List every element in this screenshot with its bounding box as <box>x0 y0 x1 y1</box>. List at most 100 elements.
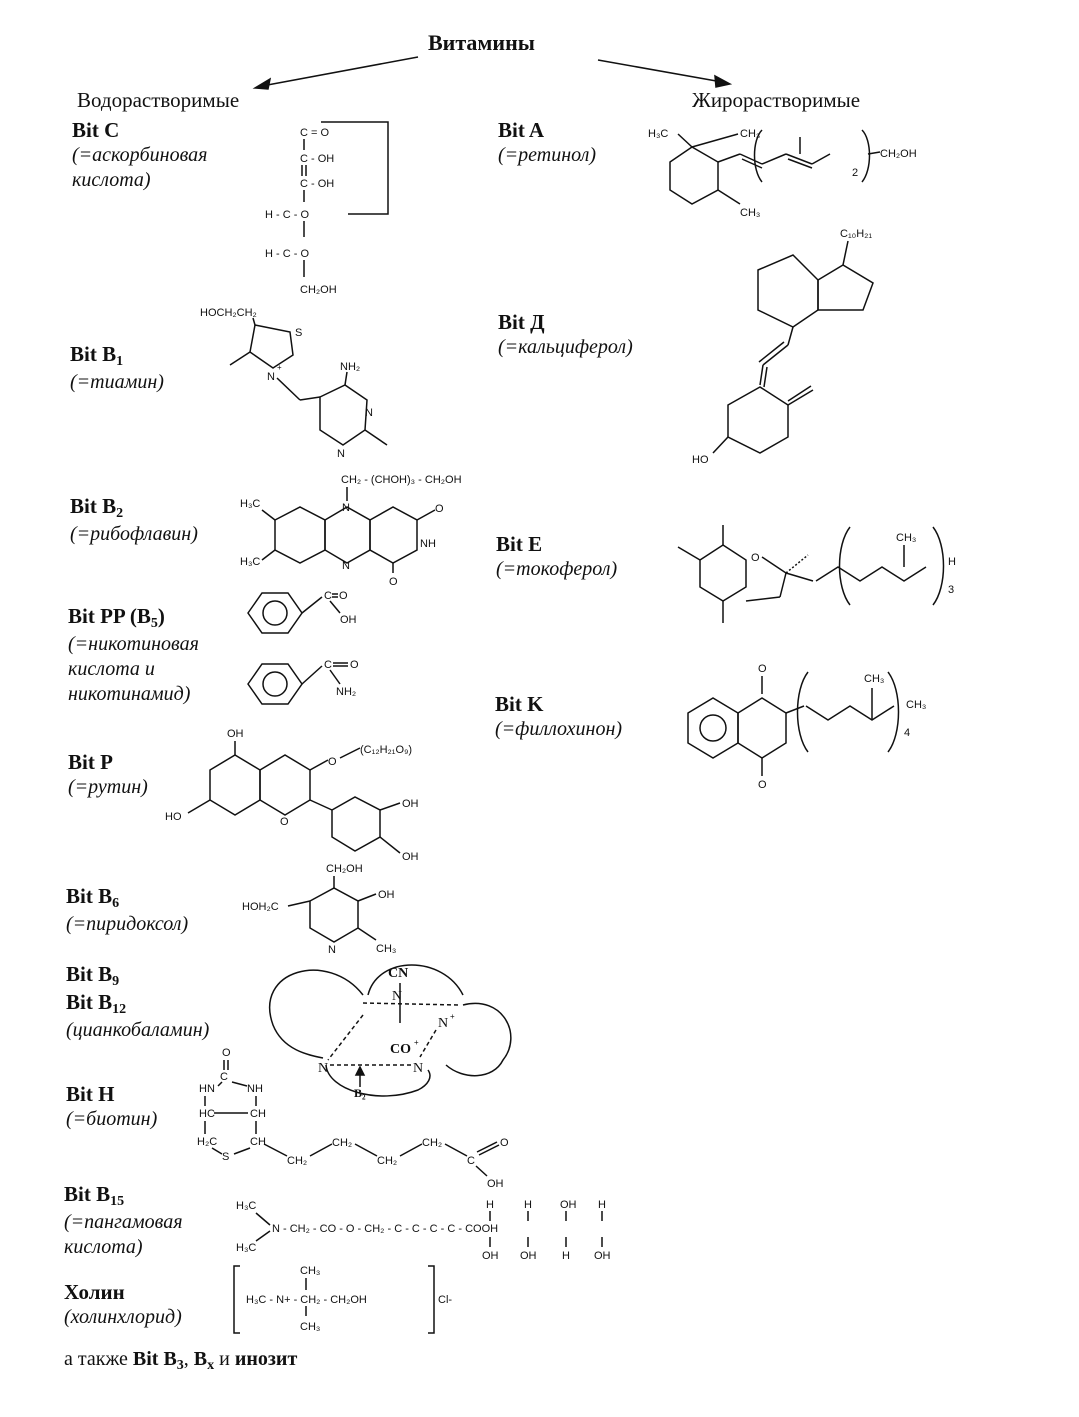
svg-text:H - C - O: H - C - O <box>265 248 309 260</box>
svg-text:O: O <box>389 576 398 588</box>
vitamin-d-label: Bit Д (=кальциферол) <box>498 310 633 360</box>
footer-prefix: а также <box>64 1348 133 1370</box>
phylloquinone-structure: O O CH₃ CH₃ 4 <box>687 663 926 791</box>
svg-text:OH: OH <box>227 728 244 740</box>
group-heading-fat-soluble: Жирорастворимые <box>692 88 861 112</box>
svg-text:C₁₀H₂₁: C₁₀H₂₁ <box>840 228 872 240</box>
svg-text:C - OH: C - OH <box>300 178 334 190</box>
svg-text:C: C <box>467 1155 475 1167</box>
svg-text:OH: OH <box>340 614 357 626</box>
svg-text:CH₃: CH₃ <box>906 699 926 711</box>
svg-text:CH₂ - (CHOH)₃ - CH₂OH: CH₂ - (CHOH)₃ - CH₂OH <box>341 474 462 486</box>
svg-text:OH: OH <box>594 1250 611 1262</box>
vitamin-p-label: Bit P (=рутин) <box>68 750 148 800</box>
vitamin-c-label: Bit C (=аскорбиновая кислота) <box>72 118 207 193</box>
vitamin-desc-line: (=филлохинон) <box>495 718 623 740</box>
vitamin-name: Bit B9 <box>66 962 120 989</box>
vitamin-desc-line: кислота) <box>64 1236 143 1258</box>
svg-text:O: O <box>222 1047 231 1059</box>
vitamin-name: Bit H <box>66 1082 115 1106</box>
svg-text:O: O <box>500 1137 509 1149</box>
svg-text:OH: OH <box>482 1250 499 1262</box>
tocopherol-structure: O CH₃ H 3 <box>677 525 956 623</box>
page-title: Витамины <box>428 30 535 55</box>
svg-text:CH₃: CH₃ <box>740 207 760 219</box>
svg-text:3: 3 <box>948 584 954 596</box>
vitamin-b2-label: Bit B2 (=рибофлавин) <box>70 494 198 547</box>
svg-text:O: O <box>280 816 289 828</box>
svg-text:NH: NH <box>420 538 436 550</box>
calciferol-structure: C₁₀H₂₁ HO <box>692 228 874 466</box>
svg-text:4: 4 <box>904 727 910 739</box>
vitamin-desc-line: (=рибофлавин) <box>70 523 198 545</box>
svg-text:HN: HN <box>199 1083 215 1095</box>
pangamic-acid-structure: H₃C H₃C N - CH₂ - CO - O - CH₂ - C - C -… <box>236 1199 611 1262</box>
classification-arrows <box>252 56 733 90</box>
vitamin-desc-line: (=пангамовая <box>64 1211 183 1233</box>
vitamin-name: Bit B15 <box>64 1182 125 1209</box>
svg-text:O: O <box>350 659 359 671</box>
svg-text:CH₂: CH₂ <box>332 1137 352 1149</box>
svg-text:N: N <box>392 989 402 1004</box>
svg-text:+: + <box>414 1038 419 1047</box>
svg-text:CH₃: CH₃ <box>376 943 396 955</box>
svg-text:H - C - O: H - C - O <box>265 209 309 221</box>
svg-text:N: N <box>342 502 350 514</box>
svg-text:N: N <box>328 944 336 956</box>
svg-text:O: O <box>758 663 767 675</box>
svg-text:N: N <box>438 1016 448 1031</box>
svg-text:C: C <box>324 590 332 602</box>
vitamin-name: Холин <box>64 1280 125 1304</box>
svg-text:OH: OH <box>378 889 395 901</box>
svg-text:H: H <box>948 556 956 568</box>
svg-text:CN: CN <box>388 966 408 981</box>
svg-text:OH: OH <box>560 1199 577 1211</box>
svg-text:H₃C - N+ - CH₂ - CH₂OH: H₃C - N+ - CH₂ - CH₂OH <box>246 1294 367 1306</box>
vitamin-desc-line: (=токоферол) <box>496 558 618 580</box>
cyanocobalamin-structure: CN N N + CO + N N B₂ <box>269 964 512 1100</box>
svg-text:N: N <box>318 1061 328 1076</box>
svg-text:O: O <box>751 552 760 564</box>
svg-text:C: C <box>220 1071 228 1083</box>
svg-text:H₃C: H₃C <box>648 128 668 140</box>
svg-text:H₃C: H₃C <box>236 1200 256 1212</box>
svg-text:CH₂OH: CH₂OH <box>326 863 363 875</box>
svg-text:N - CH₂ - CO - O - CH₂ - C - C: N - CH₂ - CO - O - CH₂ - C - C - C - C -… <box>272 1223 498 1235</box>
svg-text:CO: CO <box>390 1042 411 1057</box>
svg-text:2: 2 <box>852 167 858 179</box>
vitamin-b15-label: Bit B15 (=пангамовая кислота) <box>64 1182 183 1260</box>
vitamin-desc-line: (=ретинол) <box>498 144 597 166</box>
svg-text:CH: CH <box>250 1136 266 1148</box>
vitamin-pp-label: Bit PP (B5) (=никотиновая кислота и нико… <box>68 604 199 707</box>
svg-text:HO: HO <box>165 811 182 823</box>
vitamin-name: Bit A <box>498 118 545 142</box>
vitamin-desc-line: (=рутин) <box>68 776 148 798</box>
svg-text:O: O <box>328 756 337 768</box>
vitamin-k-label: Bit K (=филлохинон) <box>495 692 622 742</box>
svg-text:NH₂: NH₂ <box>340 361 360 373</box>
vitamin-name: Bit PP (B5) <box>68 604 165 631</box>
svg-text:CH₂OH: CH₂OH <box>880 148 917 160</box>
vitamin-name: Bit B2 <box>70 494 124 521</box>
svg-text:OH: OH <box>402 851 419 863</box>
svg-text:H₃C: H₃C <box>240 556 260 568</box>
svg-text:+: + <box>450 1012 455 1021</box>
svg-text:HO: HO <box>692 454 709 466</box>
svg-text:H₃C: H₃C <box>236 1242 256 1254</box>
svg-text:CH₃: CH₃ <box>740 128 760 140</box>
choline-chloride-structure: CH₃ H₃C - N+ - CH₂ - CH₂OH CH₃ Cl- <box>233 1265 452 1334</box>
svg-text:NH₂: NH₂ <box>336 686 356 698</box>
rutin-structure: OH O HO O (C₁₂H₂₁O₉) OH OH <box>165 728 419 863</box>
svg-text:S: S <box>295 327 302 339</box>
svg-text:CH: CH <box>250 1108 266 1120</box>
nicotinic-acid-structure: C O OH <box>247 590 357 634</box>
svg-text:H: H <box>562 1250 570 1262</box>
svg-text:N: N <box>365 407 373 419</box>
riboflavin-structure: CH₂ - (CHOH)₃ - CH₂OH H₃C H₃C N N NH O O <box>240 474 462 588</box>
vitamin-b6-label: Bit B6 (=пиридоксол) <box>66 884 188 937</box>
svg-text:H: H <box>598 1199 606 1211</box>
vitamin-b1-label: Bit B1 (=тиамин) <box>70 342 164 395</box>
vitamin-name: Bit C <box>72 118 120 142</box>
svg-text:N: N <box>267 371 275 383</box>
vitamin-desc-line: кислота и <box>68 658 155 680</box>
